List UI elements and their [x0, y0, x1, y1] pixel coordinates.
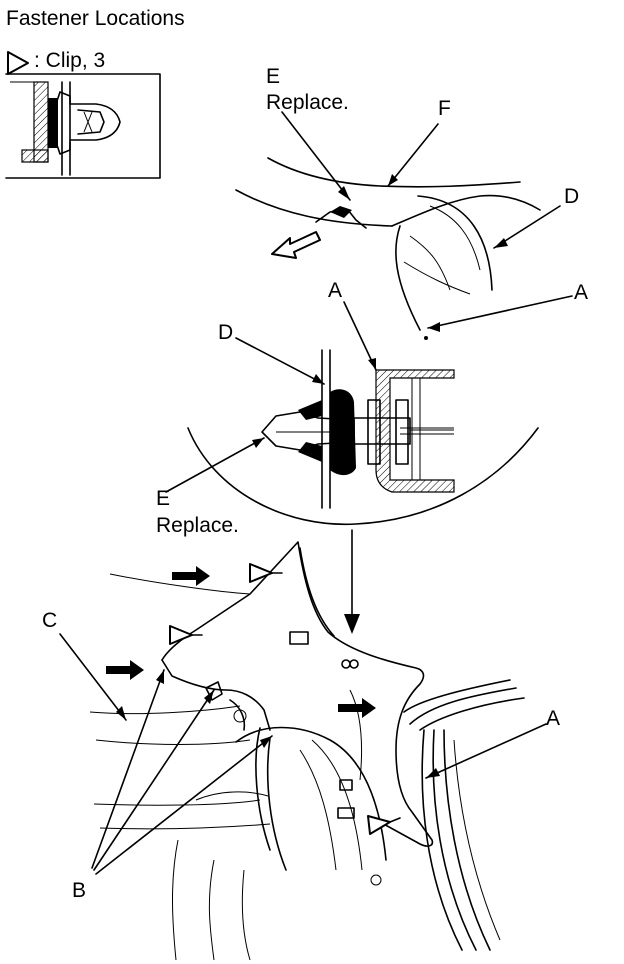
callout-e-mid: E — [156, 487, 171, 510]
callout-d-top: D — [564, 185, 580, 208]
clip-detail-inset — [5, 73, 161, 179]
callout-b: B — [72, 879, 87, 902]
top-panel-view — [235, 111, 573, 340]
diagram-title: Fastener Locations — [6, 7, 185, 30]
side-trim-panel — [59, 541, 547, 961]
callout-c: C — [42, 609, 58, 632]
callout-d-mid: D — [218, 321, 234, 344]
callout-e-mid-note: Replace. — [156, 514, 239, 537]
callout-a-bottom: A — [546, 707, 561, 730]
callout-f: F — [438, 97, 451, 120]
callout-a-mid: A — [328, 279, 343, 302]
callout-e-top-note: Replace. — [266, 91, 349, 114]
callout-a-top: A — [574, 281, 589, 304]
clip-cross-section-detail — [165, 301, 539, 634]
legend-text: : Clip, 3 — [34, 49, 106, 72]
triangle-clip-icon — [7, 51, 29, 75]
callout-e-top: E — [266, 65, 281, 88]
